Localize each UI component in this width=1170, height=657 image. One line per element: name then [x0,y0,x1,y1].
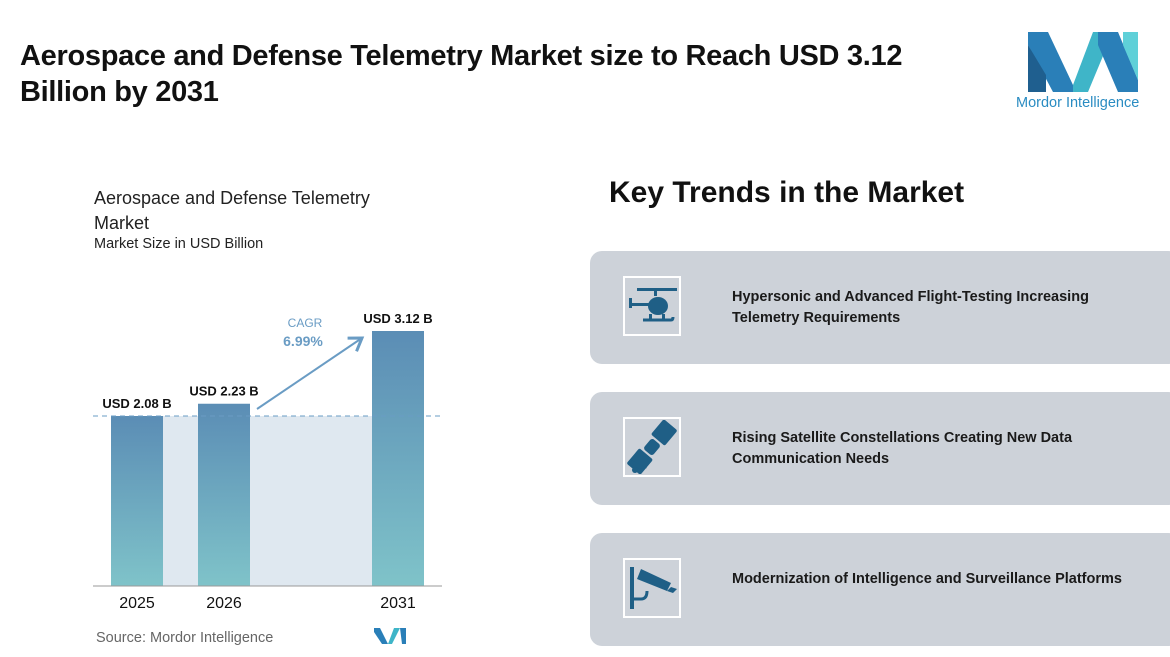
bar-chart: USD 2.08 B 2025 USD 2.23 B 2026 USD 3.12 B 20… [93,311,442,612]
cagr-label: CAGR [288,316,323,330]
cagr-arrow [256,336,365,410]
x-tick-label: 2025 [119,595,155,612]
trend-text: Hypersonic and Advanced Flight-Testing I… [732,289,1089,326]
page-title: Aerospace and Defense Telemetry Market s… [20,40,903,108]
bar-2031 [372,331,424,586]
helicopter-icon [623,276,681,336]
chart-source: Source: Mordor Intelligence [96,630,274,646]
logo-text: Mordor Intelligence [1016,95,1140,111]
x-tick-label: 2026 [206,595,242,612]
data-label: USD 3.12 B [363,311,432,326]
trend-text: Modernization of Intelligence and Survei… [732,571,1122,587]
x-tick-label: 2031 [380,595,416,612]
data-label: USD 2.23 B [189,384,258,399]
small-logo-icon [374,628,406,644]
data-label: USD 2.08 B [102,396,171,411]
trend-card: Rising Satellite Constellations Creating… [590,392,1170,505]
trend-card: Hypersonic and Advanced Flight-Testing I… [590,251,1170,364]
bar-2026 [198,403,250,586]
chart-title: Aerospace and Defense Telemetry Market [94,188,370,233]
satellite-icon [623,417,681,477]
cagr-value: 6.99% [283,333,323,349]
bar-2025 [111,416,163,586]
trend-card: Modernization of Intelligence and Survei… [590,533,1170,646]
surveillance-camera-icon [623,558,681,618]
trend-text: Rising Satellite Constellations Creating… [732,430,1073,467]
chart-subtitle: Market Size in USD Billion [94,236,264,252]
mordor-logo-icon [1028,32,1138,92]
baseline-shade [163,416,372,586]
trends-title: Key Trends in the Market [609,176,965,209]
